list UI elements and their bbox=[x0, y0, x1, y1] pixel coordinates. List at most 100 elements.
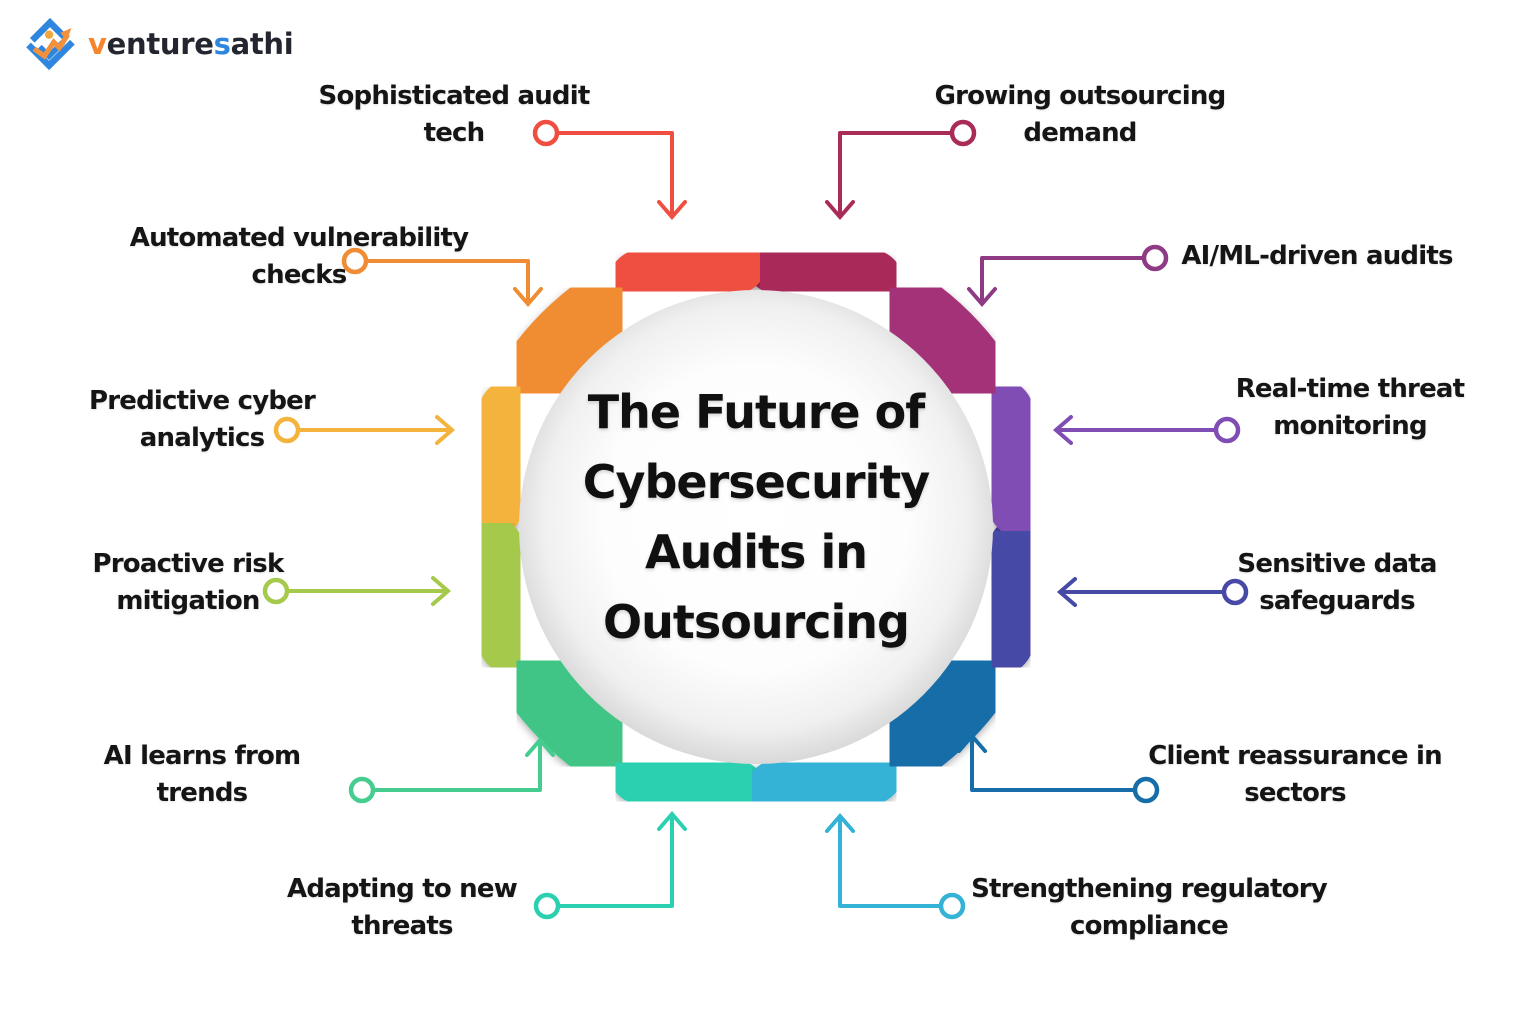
label-line: Automated vulnerability bbox=[129, 223, 469, 253]
connector-sophisticated-audit-tech bbox=[532, 119, 687, 221]
label-line: tech bbox=[423, 118, 486, 148]
label-line: Predictive cyber bbox=[88, 386, 316, 416]
label-line: analytics bbox=[139, 423, 265, 453]
arrowhead-icon bbox=[1052, 415, 1073, 445]
connector-client-reassurance-in-sectors bbox=[957, 732, 1160, 804]
arrowhead-icon bbox=[431, 576, 452, 606]
connector-dot-icon bbox=[949, 119, 977, 147]
label-ai-learns-from-trends: AI learns from trends bbox=[0, 738, 417, 812]
connector-dot-icon bbox=[1221, 578, 1249, 606]
label-real-time-threat-monitoring: Real-time threat monitoring bbox=[1135, 371, 1536, 445]
label-line: trends bbox=[156, 778, 248, 808]
connector-ai-learns-from-trends bbox=[348, 736, 555, 804]
title-line-4: Outsourcing bbox=[603, 595, 910, 649]
arrowhead-icon bbox=[657, 200, 687, 221]
ring-segment-automated-vulnerability-checks bbox=[501, 272, 638, 409]
label-growing-outsourcing-demand: Growing outsourcing demand bbox=[865, 78, 1295, 152]
arrowhead-icon bbox=[657, 810, 687, 831]
connector-automated-vulnerability-checks bbox=[341, 247, 543, 308]
label-sophisticated-audit-tech: Sophisticated audit tech bbox=[239, 78, 669, 152]
label-line: Real-time threat bbox=[1235, 374, 1465, 404]
arrowhead-icon bbox=[435, 415, 456, 445]
connector-proactive-risk-mitigation bbox=[262, 576, 452, 606]
label-line: demand bbox=[1023, 118, 1137, 148]
label-line: Client reassurance in bbox=[1148, 741, 1442, 771]
connector-strengthening-regulatory-compliance bbox=[825, 812, 966, 920]
label-line: monitoring bbox=[1273, 411, 1427, 441]
connector-line bbox=[838, 818, 943, 908]
arrowhead-icon bbox=[957, 732, 987, 753]
ring-segment-sensitive-data-safeguards bbox=[963, 515, 1058, 676]
arrowhead-icon bbox=[1056, 577, 1077, 607]
connector-dot-icon bbox=[532, 119, 560, 147]
connector-dot-icon bbox=[1213, 416, 1241, 444]
ring-segment-client-reassurance-in-sectors bbox=[874, 645, 1011, 782]
label-line: AI/ML-driven audits bbox=[1181, 241, 1453, 271]
wordmark-part-1: v bbox=[88, 27, 107, 61]
wordmark-part-3: s bbox=[213, 27, 231, 61]
wordmark-part-4: athi bbox=[230, 27, 294, 61]
connector-line bbox=[980, 256, 1146, 302]
ring-segment-proactive-risk-mitigation bbox=[454, 515, 549, 676]
label-automated-vulnerability-checks: Automated vulnerability checks bbox=[84, 220, 514, 294]
ring-segment-real-time-threat-monitoring bbox=[963, 378, 1058, 539]
connector-growing-outsourcing-demand bbox=[825, 119, 977, 221]
connector-dot-icon bbox=[262, 577, 290, 605]
label-line: compliance bbox=[1070, 911, 1229, 941]
ring-segment-predictive-cyber-analytics bbox=[454, 378, 549, 539]
ring-segment-ai-learns-from-trends bbox=[501, 645, 638, 782]
label-line: Growing outsourcing bbox=[934, 81, 1227, 111]
label-adapting-to-new-threats: Adapting to new threats bbox=[187, 871, 617, 945]
label-predictive-cyber-analytics: Predictive cyber analytics bbox=[0, 383, 417, 457]
label-line: threats bbox=[351, 911, 453, 941]
connector-dot-icon bbox=[1132, 776, 1160, 804]
arrowhead-icon bbox=[967, 287, 997, 308]
connector-dot-icon bbox=[938, 892, 966, 920]
connector-dot-icon bbox=[341, 247, 369, 275]
ring-segment-sophisticated-audit-tech bbox=[607, 225, 768, 320]
center-title: The Future of Cybersecurity Audits in Ou… bbox=[436, 377, 1076, 657]
connector-dot-icon bbox=[273, 416, 301, 444]
connector-ai-ml-driven-audits bbox=[967, 244, 1169, 308]
label-sensitive-data-safeguards: Sensitive data safeguards bbox=[1122, 546, 1536, 620]
connector-sensitive-data-safeguards bbox=[1056, 577, 1249, 607]
venturesathi-logo-icon bbox=[26, 17, 75, 71]
arrowhead-icon bbox=[825, 812, 855, 833]
venturesathi-wordmark: venturesathi bbox=[88, 27, 294, 61]
label-line: Sophisticated audit bbox=[318, 81, 591, 111]
connector-line bbox=[364, 259, 530, 302]
label-line: safeguards bbox=[1259, 586, 1415, 616]
title-line-3: Audits in bbox=[645, 525, 868, 579]
label-line: AI learns from bbox=[103, 741, 301, 771]
arrowhead-icon bbox=[513, 287, 543, 308]
connector-adapting-to-new-threats bbox=[533, 810, 687, 920]
label-line: mitigation bbox=[116, 586, 260, 616]
label-strengthening-regulatory-compliance: Strengthening regulatory compliance bbox=[934, 871, 1364, 945]
title-line-2: Cybersecurity bbox=[582, 455, 931, 509]
title-line-1: The Future of bbox=[587, 385, 925, 439]
connector-dot-icon bbox=[533, 892, 561, 920]
connector-predictive-cyber-analytics bbox=[273, 415, 456, 445]
label-line: checks bbox=[251, 260, 348, 290]
label-line: Adapting to new bbox=[287, 874, 518, 904]
ring-segment-ai-ml-driven-audits bbox=[874, 272, 1011, 409]
venturesathi-logo: venturesathi bbox=[22, 16, 294, 72]
arrowhead-icon bbox=[525, 736, 555, 757]
connector-real-time-threat-monitoring bbox=[1052, 415, 1241, 445]
wordmark-part-2: enture bbox=[106, 27, 214, 61]
label-ai-ml-driven-audits: AI/ML-driven audits bbox=[1102, 238, 1532, 275]
label-line: Strengthening regulatory bbox=[971, 874, 1328, 904]
connector-line bbox=[556, 816, 674, 908]
ring-segment-growing-outsourcing-demand bbox=[744, 225, 905, 320]
arrowhead-icon bbox=[825, 200, 855, 221]
center-circle bbox=[519, 290, 993, 764]
connector-line bbox=[555, 131, 674, 215]
label-line: Sensitive data bbox=[1237, 549, 1437, 579]
ring-segment-strengthening-regulatory-compliance bbox=[744, 734, 905, 829]
connector-dot-icon bbox=[1141, 244, 1169, 272]
connector-line bbox=[371, 742, 542, 792]
